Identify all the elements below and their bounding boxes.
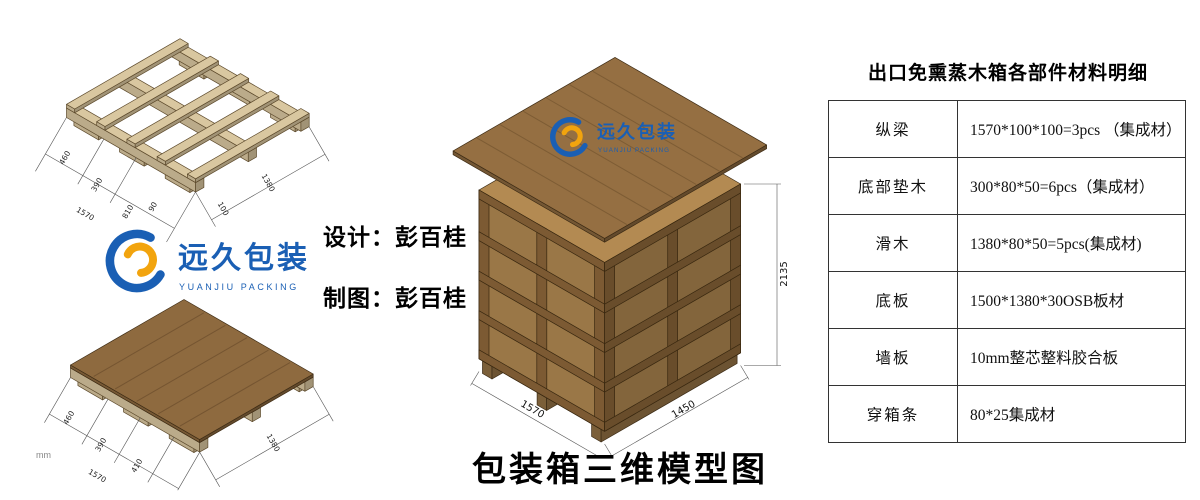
dimension-line bbox=[470, 371, 480, 386]
pallet-deck-drawing: 460 390 410 1570 1380 bbox=[44, 299, 334, 491]
part-spec-cell: 1380*80*50=5pcs(集成材) bbox=[957, 214, 1186, 272]
company-logo: 远久包装 YUANJIU PACKING bbox=[102, 222, 322, 317]
dimension-label: 390 bbox=[93, 436, 108, 453]
dimension-line bbox=[77, 139, 105, 185]
iso-face bbox=[96, 55, 219, 127]
dimension-label: 810 bbox=[120, 203, 135, 220]
dimension-line bbox=[308, 126, 330, 162]
part-name-cell: 滑木 bbox=[828, 214, 958, 272]
logo-text-cn: 远久包装 bbox=[178, 241, 310, 275]
dimension-label: 460 bbox=[61, 409, 76, 426]
dimension-label: 1570 bbox=[75, 205, 96, 222]
part-name-cell: 墙板 bbox=[828, 328, 958, 386]
yuanjiu-logo-mark-icon bbox=[110, 234, 160, 288]
dimension-line bbox=[215, 414, 330, 481]
iso-face bbox=[156, 90, 280, 162]
part-name-cell: 纵梁 bbox=[828, 100, 958, 158]
dimension-line bbox=[81, 399, 109, 445]
dimension-line bbox=[177, 452, 200, 491]
iso-face bbox=[126, 73, 250, 145]
dimension-line bbox=[471, 383, 598, 457]
dimension-line bbox=[44, 377, 71, 423]
dimension-label: 90 bbox=[147, 200, 160, 213]
dimension-line bbox=[611, 377, 748, 457]
dimension-line bbox=[211, 154, 326, 220]
grain-line bbox=[523, 110, 674, 199]
iso-face bbox=[604, 183, 741, 272]
part-name-cell: 底板 bbox=[828, 271, 958, 329]
dimension-line bbox=[312, 386, 334, 422]
dimension-line bbox=[49, 413, 179, 489]
dimension-label-height: 2135 bbox=[779, 261, 790, 286]
grain-line bbox=[592, 70, 743, 159]
part-name-cell: 底部垫木 bbox=[828, 157, 958, 215]
pallet-frame-drawing: 460 390 810 1570 90 1380 100 bbox=[35, 38, 330, 243]
company-logo-svg: 远久包装 YUANJIU PACKING bbox=[102, 222, 310, 312]
grain-line bbox=[114, 324, 226, 390]
dimension-label: 410 bbox=[129, 457, 144, 474]
logo-text-en: YUANJIU PACKING bbox=[598, 147, 670, 154]
pallet-deck-geometry bbox=[70, 299, 314, 453]
dimension-line bbox=[166, 191, 196, 243]
part-spec-cell: 80*25集成材 bbox=[957, 385, 1186, 443]
logo-text-en: YUANJIU PACKING bbox=[179, 282, 299, 292]
iso-face bbox=[187, 108, 310, 180]
grain-line bbox=[476, 137, 628, 226]
iso-face bbox=[70, 299, 314, 440]
dimension-line bbox=[35, 117, 67, 172]
dimension-line bbox=[113, 417, 141, 464]
part-spec-cell: 1500*1380*30OSB板材 bbox=[957, 271, 1186, 329]
grain-line bbox=[93, 312, 205, 377]
dimension-line bbox=[195, 191, 216, 227]
part-spec-cell: 10mm整芯整料胶合板 bbox=[957, 328, 1186, 386]
crate-drawing: 远久包装 YUANJIU PACKING 2135 1450 1570 bbox=[452, 57, 790, 459]
unit-note: mm bbox=[36, 450, 51, 460]
iso-face bbox=[66, 38, 189, 110]
credits: 设计：彭百桂 制图：彭百桂 bbox=[323, 218, 467, 313]
dimension-line bbox=[199, 452, 220, 487]
part-name-cell: 穿箱条 bbox=[828, 385, 958, 443]
dimension-label: 460 bbox=[57, 149, 72, 166]
grain-line bbox=[179, 362, 291, 427]
grain-line bbox=[136, 337, 248, 402]
grain-line bbox=[157, 349, 269, 415]
crate-geometry bbox=[452, 57, 767, 443]
iso-face bbox=[604, 225, 741, 314]
grain-line bbox=[546, 97, 697, 185]
part-spec-cell: 300*80*50=6pcs（集成材） bbox=[957, 157, 1186, 215]
design-credit: 设计：彭百桂 bbox=[323, 224, 467, 250]
iso-face bbox=[452, 57, 767, 239]
dimension-label: 1570 bbox=[87, 467, 108, 484]
spec-table-title: 出口免熏蒸木箱各部件材料明细 bbox=[867, 63, 1148, 84]
iso-face bbox=[604, 304, 741, 393]
iso-face bbox=[604, 343, 741, 432]
dimension-label: 100 bbox=[216, 200, 231, 217]
dimension-line bbox=[147, 437, 175, 483]
iso-face bbox=[604, 264, 741, 353]
dimension-line bbox=[740, 365, 750, 380]
pallet-frame-geometry bbox=[66, 38, 310, 193]
draft-credit: 制图：彭百桂 bbox=[323, 285, 467, 311]
dimension-label: 390 bbox=[89, 176, 104, 193]
grain-line bbox=[499, 124, 651, 212]
dimension-line bbox=[45, 153, 175, 229]
dimension-line bbox=[109, 157, 137, 203]
grain-line bbox=[569, 84, 720, 172]
lid-logo: 远久包装 YUANJIU PACKING bbox=[553, 120, 677, 154]
drawing-title: 包装箱三维模型图 bbox=[472, 451, 768, 489]
part-spec-cell: 1570*100*100=3pcs （集成材） bbox=[957, 100, 1186, 158]
dimension-label-width: 1450 bbox=[670, 399, 698, 421]
logo-text-cn: 远久包装 bbox=[597, 121, 677, 142]
